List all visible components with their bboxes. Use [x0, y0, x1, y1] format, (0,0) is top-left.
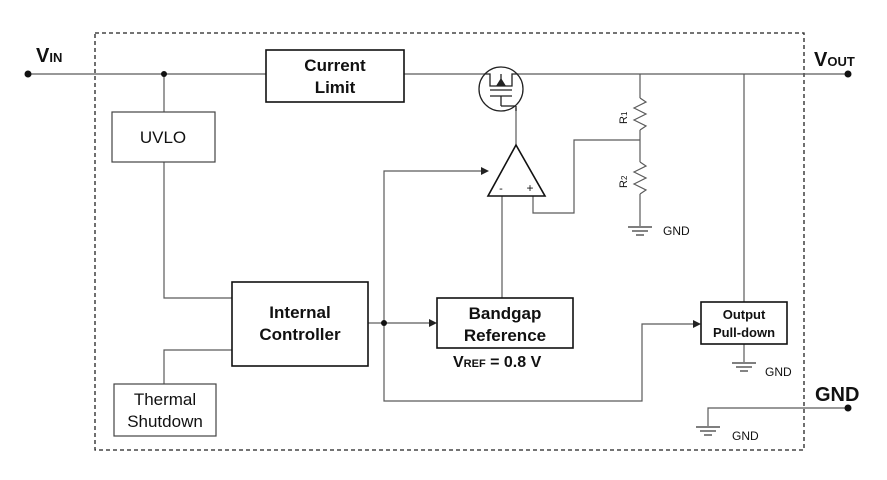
output-pulldown-line2: Pull-down — [713, 325, 775, 340]
vin-terminal-dot — [24, 70, 32, 78]
output-pulldown-line1: Output — [723, 307, 766, 322]
controller-junction-dot — [381, 320, 387, 326]
r2-label: R2 — [618, 175, 630, 188]
error-amplifier: - + — [486, 143, 547, 197]
arrow-to-pulldown — [693, 320, 701, 328]
feedback-wire — [532, 139, 640, 214]
bandgap-reference-line1: Bandgap — [469, 304, 542, 323]
pulldown-gnd-label: GND — [765, 365, 792, 379]
vout-label: VOUT — [814, 49, 855, 71]
vin-label: VIN — [36, 45, 62, 67]
thermal-to-controller-wire — [163, 349, 232, 384]
ground-symbol-pin — [696, 426, 720, 436]
bandgap-reference-block — [436, 297, 574, 349]
internal-controller-line1: Internal — [269, 303, 330, 322]
opamp-inverting-label: - — [499, 183, 503, 195]
ic-boundary — [94, 32, 805, 451]
uvlo-label: UVLO — [140, 128, 186, 147]
current-limit-line1: Current — [304, 56, 366, 75]
opamp-triangle — [486, 143, 547, 197]
controller-to-pulldown-wire — [383, 323, 694, 402]
vout-terminal-dot — [844, 70, 852, 78]
controller-to-opamp-wire — [383, 170, 482, 323]
internal-controller-line2: Controller — [259, 325, 341, 344]
divider-gnd-label: GND — [663, 224, 690, 238]
arrow-to-opamp — [481, 167, 489, 175]
internal-controller-block — [231, 281, 369, 367]
gnd-pin-wire — [707, 407, 848, 426]
ground-symbol-pulldown — [732, 362, 756, 372]
uvlo-to-controller-wire — [163, 162, 232, 299]
gnd-terminal-dot — [844, 404, 852, 412]
pass-fet — [478, 66, 524, 112]
wires — [28, 73, 848, 426]
thermal-shutdown-line2: Shutdown — [127, 412, 203, 431]
thermal-shutdown-line1: Thermal — [134, 390, 196, 409]
current-limit-block — [265, 49, 405, 103]
vref-label: VREF = 0.8 V — [453, 354, 542, 371]
uvlo-block — [111, 111, 216, 163]
thermal-shutdown-block — [113, 383, 217, 437]
r1-label: R1 — [618, 111, 630, 124]
output-pulldown-block — [700, 301, 788, 345]
junctions — [24, 70, 852, 412]
arrowheads — [429, 167, 701, 328]
pin-gnd-label: GND — [732, 429, 759, 443]
opamp-noninverting-label: + — [526, 181, 533, 195]
current-limit-line2: Limit — [315, 78, 356, 97]
arrow-to-bandgap — [429, 319, 437, 327]
resistor-r2 — [632, 161, 648, 195]
ground-symbol-divider — [628, 226, 652, 236]
bandgap-reference-line2: Reference — [464, 326, 546, 345]
vin-junction-dot — [161, 71, 167, 77]
gnd-pin-label: GND — [815, 384, 859, 406]
resistor-r1 — [632, 97, 648, 131]
